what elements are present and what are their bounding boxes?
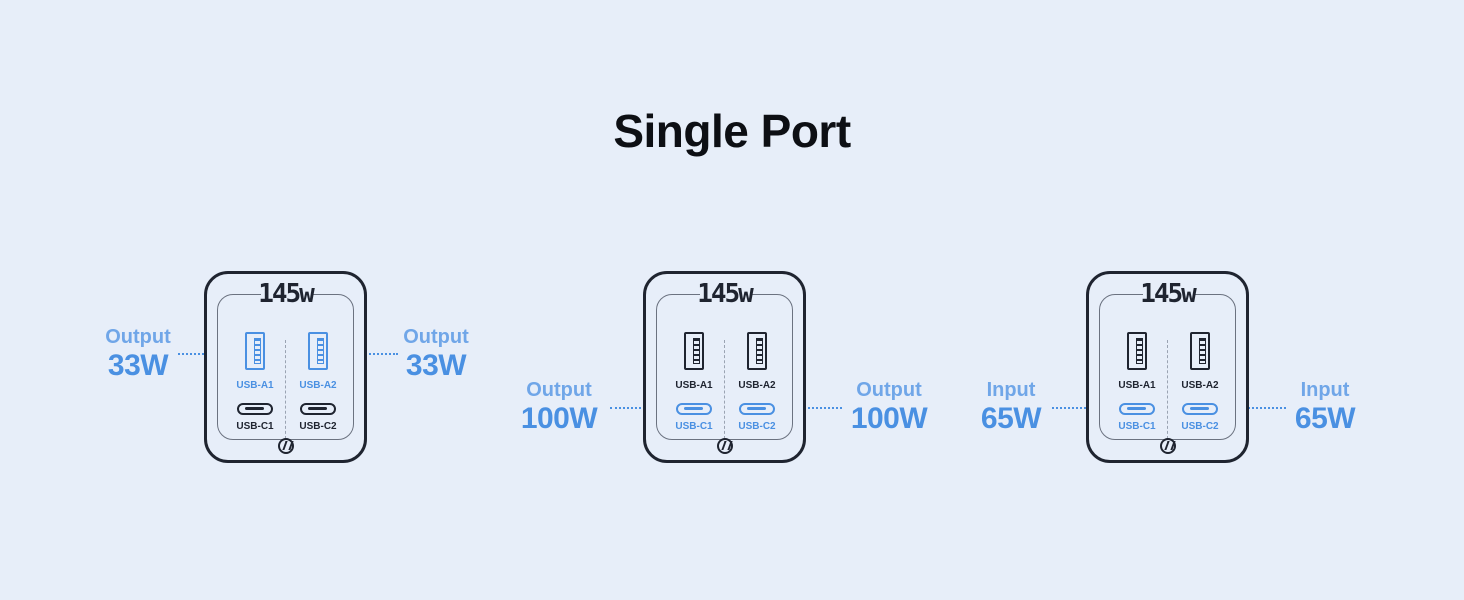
usb-c2-port [739, 403, 775, 415]
port-divider [724, 340, 725, 444]
usb-a1-label: USB-A1 [236, 380, 274, 391]
usb-c1-label: USB-C1 [1118, 421, 1156, 432]
usb-c1-port [237, 403, 273, 415]
charger-panel-2: 145w USB-A1 USB-A2 USB-C1 USB-C2 [643, 271, 806, 463]
brand-logo-icon [1160, 438, 1176, 454]
usb-a1-port [1127, 332, 1147, 370]
usb-a1-label: USB-A1 [675, 380, 713, 391]
usb-a2-label: USB-A2 [738, 380, 776, 391]
charger-panel-1: 145w USB-A1 USB-A2 USB-C1 USB-C2 [204, 271, 367, 463]
brand-label: 145w [1140, 279, 1197, 309]
brand-label: 145w [697, 279, 754, 309]
panel-2-left-callout: Output 100W [512, 379, 606, 437]
panel-3-left-connector [1052, 407, 1118, 409]
callout-label: Output [403, 326, 469, 348]
charger-panel-3: 145w USB-A1 USB-A2 USB-C1 USB-C2 [1086, 271, 1249, 463]
brand-logo-icon [717, 438, 733, 454]
usb-a2-label: USB-A2 [299, 380, 337, 391]
callout-value: 100W [520, 402, 598, 435]
usb-a1-label: USB-A1 [1118, 380, 1156, 391]
usb-c2-label: USB-C2 [1181, 421, 1219, 432]
usb-a1-port [245, 332, 265, 370]
panel-3-right-connector [1220, 407, 1286, 409]
brand-label: 145w [258, 279, 315, 309]
panel-1-left-callout: Output 33W [96, 326, 180, 384]
callout-label: Input [1300, 379, 1350, 401]
usb-c2-port [300, 403, 336, 415]
usb-a2-port [308, 332, 328, 370]
callout-value: 33W [405, 349, 467, 382]
usb-c1-port [676, 403, 712, 415]
callout-label: Input [986, 379, 1036, 401]
callout-value: 100W [850, 402, 928, 435]
usb-c2-label: USB-C2 [738, 421, 776, 432]
brand-logo-icon [278, 438, 294, 454]
usb-c1-port [1119, 403, 1155, 415]
port-divider [1167, 340, 1168, 444]
usb-a1-port [684, 332, 704, 370]
usb-c2-port [1182, 403, 1218, 415]
callout-value: 65W [980, 402, 1042, 435]
usb-c2-label: USB-C2 [299, 421, 337, 432]
panel-1-right-callout: Output 33W [394, 326, 478, 384]
callout-label: Output [526, 379, 592, 401]
usb-c1-label: USB-C1 [236, 421, 274, 432]
usb-a2-label: USB-A2 [1181, 380, 1219, 391]
usb-c1-label: USB-C1 [675, 421, 713, 432]
panel-2-right-callout: Output 100W [842, 379, 936, 437]
page-title: Single Port [613, 105, 851, 157]
panel-3-right-callout: Input 65W [1286, 379, 1364, 437]
callout-label: Output [105, 326, 171, 348]
callout-value: 65W [1294, 402, 1356, 435]
port-divider [285, 340, 286, 444]
panel-3-left-callout: Input 65W [972, 379, 1050, 437]
usb-a2-port [1190, 332, 1210, 370]
panel-2-right-connector [776, 407, 842, 409]
callout-label: Output [856, 379, 922, 401]
usb-a2-port [747, 332, 767, 370]
callout-value: 33W [107, 349, 169, 382]
